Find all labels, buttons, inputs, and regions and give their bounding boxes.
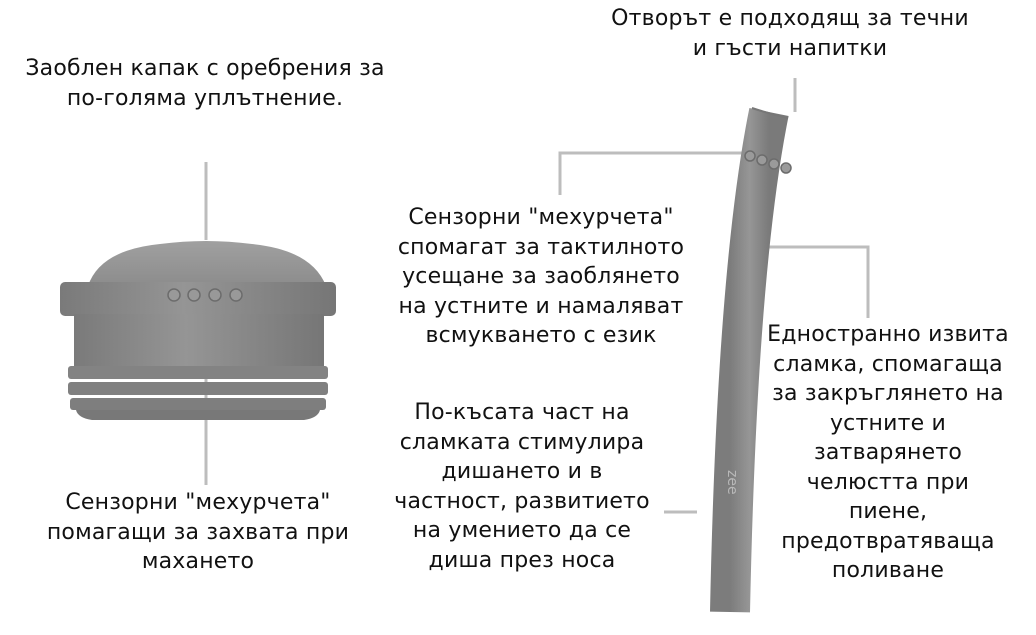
- label-line: Заоблен капак с оребрения за: [25, 56, 385, 81]
- lid-rib-2: [68, 382, 328, 395]
- lid-base: [76, 410, 320, 420]
- label-line: Сензорни "мехурчета": [65, 490, 331, 515]
- label-line: усещане за заоблянето: [402, 264, 680, 289]
- label-line: помагащи за захвата при: [46, 519, 350, 545]
- straw-sensory-bubbles: [744, 150, 792, 174]
- lid-dome: [88, 241, 326, 286]
- label-straw-tip: Отворът е подходящ за течни и гъсти напи…: [611, 4, 969, 63]
- label-line: сламка, спомагаща: [773, 351, 1003, 377]
- label-line: челюстта при: [806, 469, 970, 495]
- label-line: устните и: [829, 410, 947, 436]
- label-line: предотвратяваща: [781, 528, 995, 554]
- straw-logo: zee: [724, 470, 740, 495]
- lid-bubble-2: [187, 288, 201, 302]
- label-line: за закръглянето на: [772, 381, 1004, 406]
- label-line: на умението да се: [412, 518, 632, 543]
- label-straw-bend: Едностранно извита сламка, спомагаща за …: [767, 320, 1009, 586]
- straw-illustration: zee: [710, 107, 792, 613]
- lid-illustration: [60, 241, 336, 420]
- lid-bubble-1: [167, 288, 181, 302]
- label-line: на устните и намаляват: [398, 293, 684, 319]
- label-lid-bottom: Сензорни "мехурчета" помагащи за захвата…: [47, 488, 349, 577]
- label-line: пиене,: [848, 499, 928, 524]
- lid-rib-3: [70, 398, 326, 410]
- lid-body: [74, 314, 324, 368]
- label-line: диша през носа: [428, 547, 616, 573]
- label-line: поливане: [831, 558, 945, 583]
- label-straw-short: По-късата част на сламката стимулира диш…: [394, 398, 649, 575]
- straw-bubble-3: [768, 158, 780, 170]
- straw-body: [710, 108, 789, 613]
- lid-rib-1: [68, 366, 328, 379]
- label-line: всмукването с език: [425, 323, 657, 348]
- label-line: и гъсти напитки: [692, 35, 888, 61]
- label-line: по-голяма уплътнение.: [66, 85, 344, 111]
- lid-bubble-3: [208, 288, 222, 302]
- label-line: частност, развитието: [394, 488, 650, 514]
- label-line: махането: [141, 549, 255, 574]
- straw-tip-opening: [751, 107, 789, 119]
- straw-bubble-4: [780, 162, 792, 174]
- label-line: затварянето: [813, 440, 963, 465]
- leader-straw-bubbles: [558, 151, 752, 195]
- label-line: сламката стимулира: [399, 429, 645, 455]
- straw-bubble-2: [756, 154, 768, 166]
- straw-bubble-1: [744, 150, 756, 162]
- label-line: дишането и в: [441, 459, 603, 484]
- lid-bubble-4: [229, 288, 243, 302]
- leader-straw-bend: [760, 245, 870, 318]
- label-line: По-късата част на: [414, 400, 630, 425]
- label-lid-top: Заоблен капак с оребрения за по-голяма у…: [25, 54, 384, 113]
- label-line: Едностранно извита: [767, 322, 1009, 347]
- label-line: спомагат за тактилното: [397, 234, 685, 260]
- label-straw-bubbles: Сензорни "мехурчета" спомагат за тактилн…: [398, 203, 684, 351]
- label-line: Сензорни "мехурчета": [408, 205, 674, 230]
- label-line: Отворът е подходящ за течни: [611, 6, 969, 31]
- lid-sensory-bubbles: [167, 288, 243, 302]
